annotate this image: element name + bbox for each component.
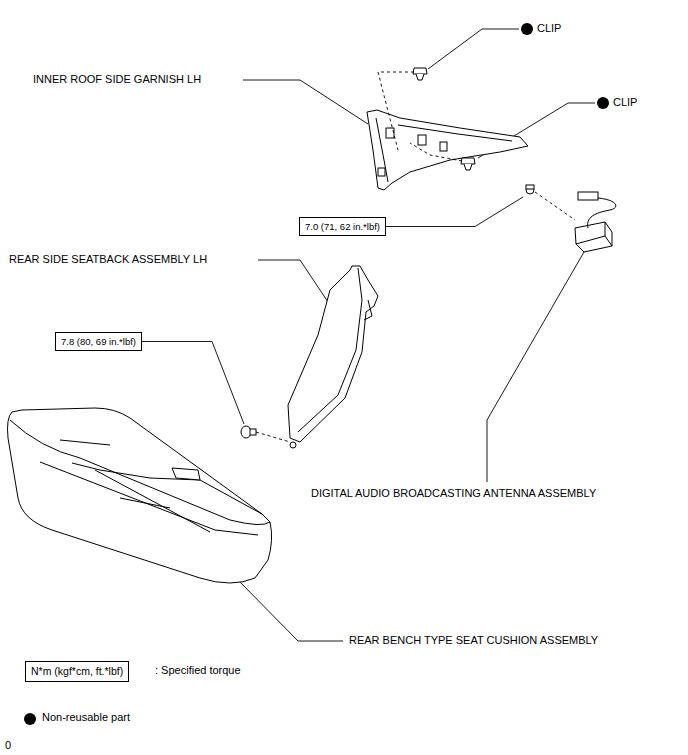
- seat-cushion-part: [8, 408, 272, 583]
- garnish-part: [367, 110, 528, 190]
- seat-cushion-part: [8, 408, 272, 583]
- leader-line: [487, 252, 584, 482]
- garnish-part: [367, 110, 528, 190]
- legend-torque-box: N*m (kgf*cm, ft.*lbf): [25, 661, 129, 682]
- antenna-part: [576, 222, 612, 246]
- leader-line: [386, 197, 523, 227]
- page-number: 0: [5, 739, 11, 752]
- leader-line: [428, 29, 519, 69]
- non-reusable-symbol: [24, 713, 36, 725]
- part-name: REAR BENCH TYPE SEAT CUSHION ASSEMBLY: [349, 634, 598, 647]
- seatback-part: [298, 268, 362, 432]
- bolt-part: [250, 429, 256, 435]
- seatback-part: [288, 266, 378, 442]
- seat-cushion-part: [10, 420, 270, 525]
- leader-line: [142, 342, 244, 425]
- torque-box: 7.8 (80, 69 in.*lbf): [55, 332, 142, 351]
- clip-marker: [597, 97, 609, 109]
- part-name: CLIP: [537, 22, 561, 35]
- clip-marker: [521, 23, 609, 109]
- part-name: INNER ROOF SIDE GARNISH LH: [33, 73, 201, 86]
- seat-cushion-part: [60, 440, 170, 508]
- clip-part: [464, 164, 472, 170]
- seat-cushion-part: [40, 462, 258, 535]
- torque-value: 7.8 (80, 69 in.*lbf): [61, 336, 136, 347]
- clip-marker: [521, 23, 533, 35]
- antenna-part: [578, 192, 598, 200]
- bolt-part: [526, 185, 534, 189]
- garnish-part: [386, 128, 394, 138]
- torque-value: 7.0 (71, 62 in.*lbf): [305, 221, 380, 232]
- seat-cushion-part: [172, 468, 200, 480]
- garnish-part: [418, 135, 426, 145]
- torque-value: N*m (kgf*cm, ft.*lbf): [31, 665, 123, 678]
- part-name: DIGITAL AUDIO BROADCASTING ANTENNA ASSEM…: [311, 487, 596, 500]
- leader-line: [236, 578, 343, 641]
- leader-line: [258, 260, 330, 305]
- bolt-part: [526, 186, 534, 194]
- dashed-guide: [256, 72, 575, 442]
- garnish-part: [398, 125, 512, 141]
- garnish-part: [440, 142, 447, 151]
- part-name: CLIP: [613, 96, 637, 109]
- legend-text: Non-reusable part: [42, 711, 130, 724]
- clip-part: [461, 158, 475, 164]
- dashed-guide: [535, 192, 575, 220]
- clip-part: [413, 68, 475, 170]
- leader-line: [243, 80, 368, 124]
- antenna-part: [588, 198, 616, 228]
- seatback-part: [364, 300, 372, 320]
- antenna-part: [575, 222, 612, 252]
- torque-box: 7.0 (71, 62 in.*lbf): [299, 217, 386, 236]
- part-name: REAR SIDE SEATBACK ASSEMBLY LH: [9, 253, 207, 266]
- dashed-guide: [256, 432, 290, 442]
- dashed-guide: [378, 72, 414, 150]
- dashed-guide: [410, 143, 462, 161]
- clip-part: [416, 74, 424, 80]
- legend-text: : Specified torque: [155, 664, 241, 677]
- garnish-part: [378, 168, 385, 176]
- seatback-part: [288, 266, 378, 448]
- antenna-part: [575, 192, 616, 252]
- leader-line: [236, 29, 595, 641]
- clip-part: [413, 68, 427, 74]
- seatback-part: [290, 442, 296, 448]
- seat-cushion-part: [72, 463, 262, 514]
- bolt-part: [241, 185, 534, 438]
